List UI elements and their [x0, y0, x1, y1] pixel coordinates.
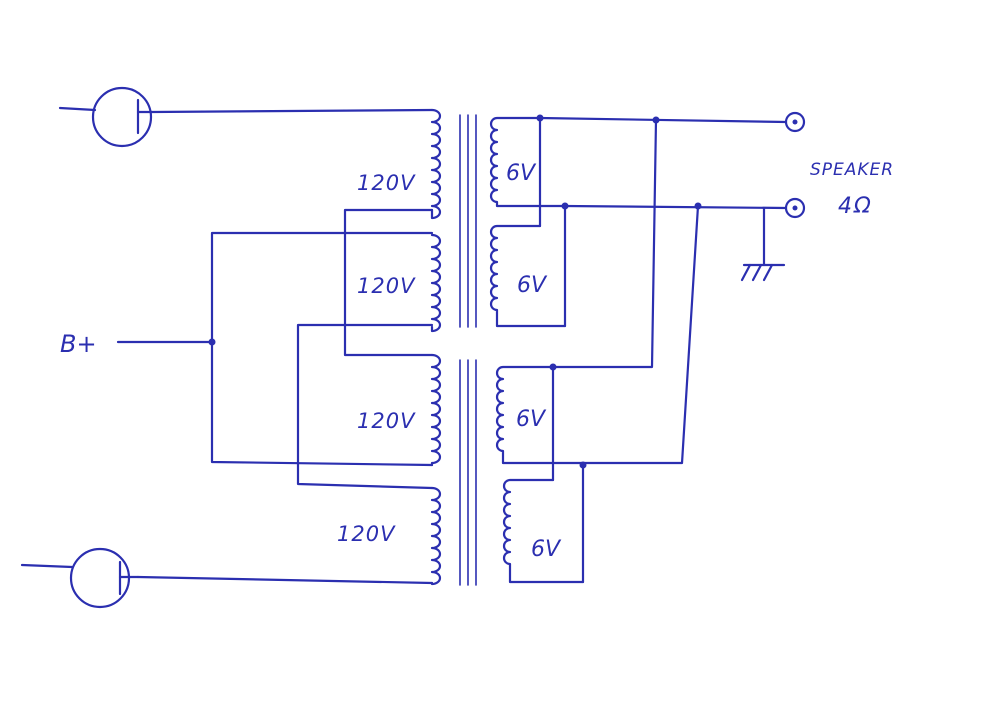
secondary-1-voltage-label: 6V: [506, 161, 537, 186]
speaker-label: SPEAKER: [810, 160, 894, 180]
primary-3-voltage-label: 120V: [357, 409, 416, 433]
primary-4-voltage-label: 120V: [337, 522, 396, 546]
transformer-core: [459, 114, 477, 586]
primary-coil-3: [430, 353, 442, 467]
secondary-3-voltage-label: 6V: [516, 407, 547, 432]
top-tube-symbol: [58, 86, 434, 148]
junction-dots: [208, 114, 702, 469]
speaker-terminal-bottom: [784, 197, 806, 219]
primary-wiring: [116, 208, 434, 490]
secondary-4-voltage-label: 6V: [531, 537, 562, 562]
primary-coil-1: [430, 108, 442, 220]
speaker-impedance-label: 4Ω: [838, 194, 873, 219]
primary-coil-2: [430, 233, 442, 333]
secondary-coil-1: [489, 116, 567, 208]
b-plus-label: B+: [60, 330, 97, 358]
bottom-tube-symbol: [20, 547, 434, 609]
secondary-coil-4: [502, 478, 585, 584]
primary-1-voltage-label: 120V: [357, 171, 416, 195]
secondary-coil-3: [495, 365, 584, 465]
secondary-coil-2: [489, 224, 567, 328]
speaker-terminal-top: [784, 111, 806, 133]
primary-2-voltage-label: 120V: [357, 274, 416, 298]
secondary-wiring: [538, 116, 788, 584]
secondary-2-voltage-label: 6V: [517, 273, 548, 298]
primary-coil-4: [430, 486, 442, 586]
